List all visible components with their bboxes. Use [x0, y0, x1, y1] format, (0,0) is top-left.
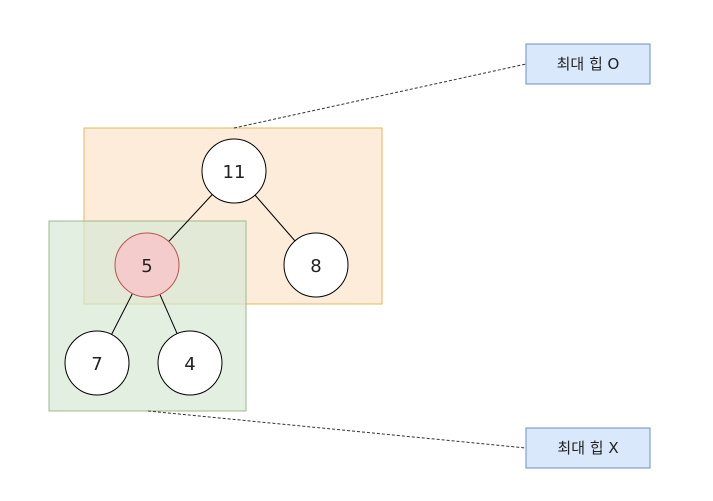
tree-node-circle [201, 138, 267, 204]
tree-node-label: 7 [91, 354, 102, 375]
tree-edges [111, 194, 296, 335]
tree-node: 7 [64, 330, 130, 396]
callout-max-heap-no: 최대 힙 X [525, 427, 651, 469]
tree-node-circle [283, 232, 349, 298]
callout-label: 최대 힙 X [557, 439, 618, 457]
tree-node-label: 8 [310, 256, 321, 277]
tree-node: 8 [283, 232, 349, 298]
tree-node: 11 [201, 138, 267, 204]
tree-nodes: 11 5 8 7 4 [64, 138, 349, 396]
tree-node: 4 [157, 330, 223, 396]
tree-node-circle [157, 330, 223, 396]
tree-edge [168, 194, 213, 242]
callout-connector-yes [233, 63, 527, 129]
tree-edge [159, 294, 178, 334]
tree-node-label: 5 [141, 256, 152, 277]
tree-node-label: 4 [184, 354, 195, 375]
tree-edge [254, 194, 296, 242]
callout-connector-no [147, 410, 527, 449]
callout-box [525, 43, 651, 85]
tree-node-circle [114, 232, 180, 298]
tree-node: 5 [114, 232, 180, 298]
callout-max-heap-yes: 최대 힙 O [525, 43, 651, 85]
callout-label: 최대 힙 O [557, 55, 620, 73]
callout-box [525, 427, 651, 469]
tree-edge [111, 293, 133, 335]
tree-node-label: 11 [223, 162, 246, 183]
tree-node-circle [64, 330, 130, 396]
